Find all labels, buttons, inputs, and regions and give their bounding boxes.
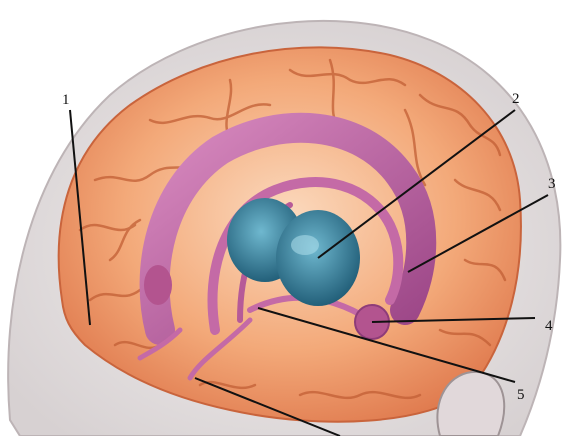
label-5: 5 — [517, 387, 525, 403]
label-3: 3 — [548, 176, 556, 192]
thalamus-highlight — [291, 235, 319, 255]
left-knob — [144, 265, 172, 305]
label-2: 2 — [512, 91, 520, 107]
label-4: 4 — [545, 318, 553, 334]
label-1: 1 — [62, 92, 70, 108]
